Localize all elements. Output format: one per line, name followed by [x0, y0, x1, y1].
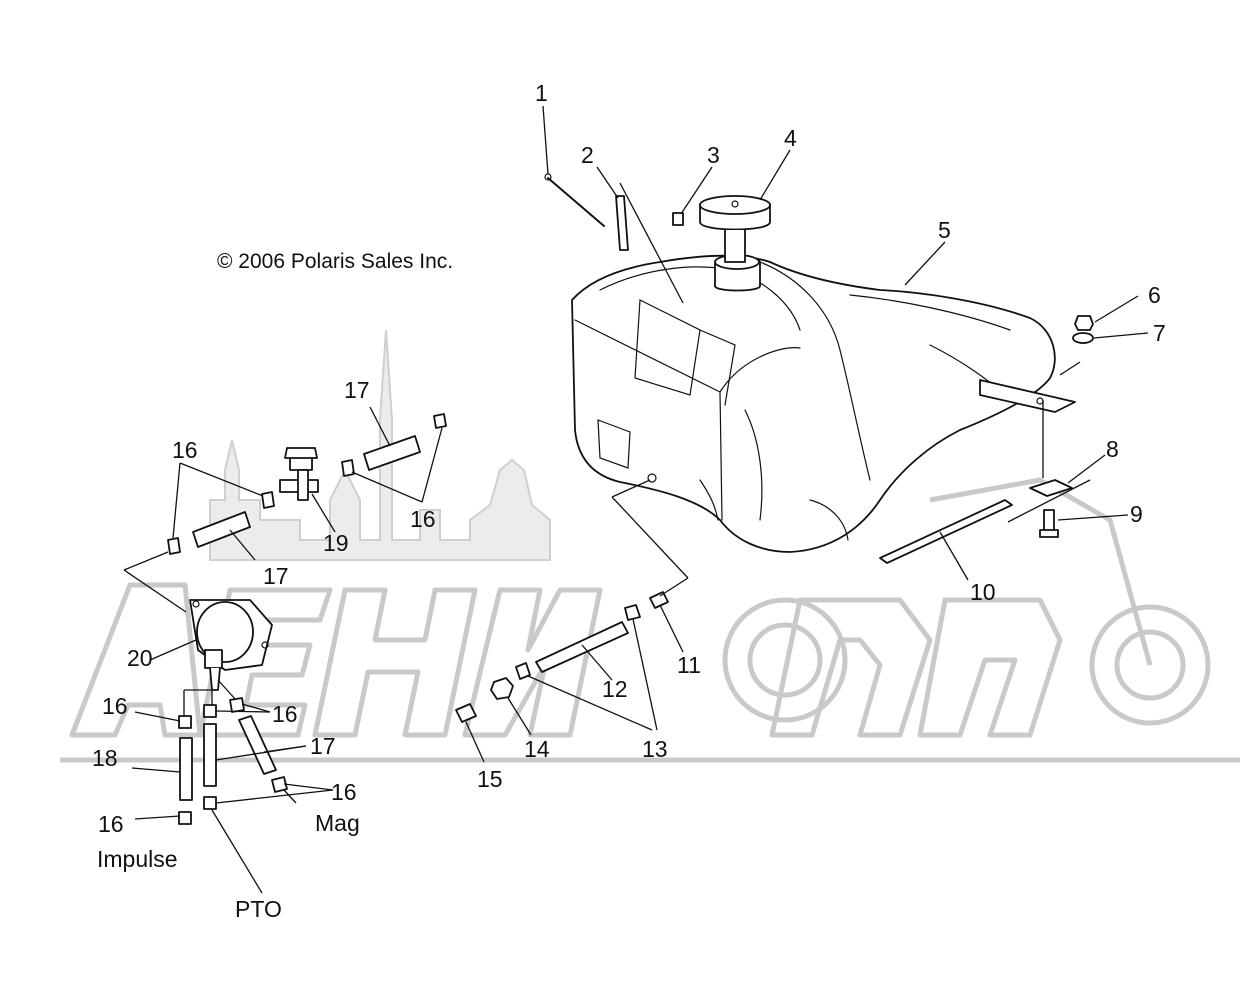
vent-tube — [615, 195, 629, 251]
fuel-valve — [279, 447, 319, 501]
copyright-notice: © 2006 Polaris Sales Inc. — [217, 250, 453, 273]
fuel-hose-main — [535, 621, 629, 673]
clamp-16-j — [271, 776, 288, 793]
clamp-16-f — [203, 704, 217, 718]
callout-7: 7 — [1153, 320, 1166, 346]
inline-fitting — [455, 703, 477, 723]
callout-17-c: 17 — [310, 733, 336, 759]
foam-strip — [879, 499, 1013, 564]
callout-8: 8 — [1106, 436, 1119, 462]
label-impulse: Impulse — [97, 846, 178, 872]
clamp-16-e — [178, 715, 192, 729]
callout-numbers: 1 2 3 4 5 6 7 8 9 10 11 12 13 14 15 16 1… — [92, 80, 1166, 837]
callout-3: 3 — [707, 142, 720, 168]
label-pto: PTO — [235, 896, 282, 922]
callout-16-e: 16 — [331, 779, 357, 805]
fuel-cap — [699, 195, 771, 263]
mount-bolt — [1039, 509, 1059, 538]
callout-20: 20 — [127, 645, 153, 671]
hose-pto — [203, 723, 217, 787]
callout-1: 1 — [535, 80, 548, 106]
callout-16-b: 16 — [410, 506, 436, 532]
hose-mid — [192, 511, 251, 548]
hose-mag — [238, 715, 277, 775]
hose-clamp-upper — [624, 604, 641, 621]
mounting-pad — [1029, 479, 1073, 497]
callout-11: 11 — [677, 652, 701, 678]
callout-16-f: 16 — [98, 811, 124, 837]
callout-15: 15 — [477, 766, 503, 792]
fitting-nut — [490, 677, 514, 700]
callout-2: 2 — [581, 142, 594, 168]
leader-lines — [123, 105, 1149, 894]
fuel-tank — [571, 254, 1076, 553]
callout-18: 18 — [92, 745, 118, 771]
hose-clamp-lower — [515, 662, 531, 680]
callout-16-d: 16 — [272, 701, 298, 727]
mount-nut — [1074, 315, 1094, 331]
callout-13: 13 — [642, 736, 668, 762]
callout-17-a: 17 — [344, 377, 370, 403]
hose-impulse — [179, 737, 193, 801]
label-mag: Mag — [315, 810, 360, 836]
tank-outlet-fitting — [649, 591, 669, 609]
hose-upper — [363, 435, 421, 471]
clamp-16-i — [203, 796, 217, 810]
fuel-pump — [189, 599, 273, 691]
callout-10: 10 — [970, 579, 996, 605]
callout-6: 6 — [1148, 282, 1161, 308]
callout-4: 4 — [784, 125, 797, 151]
callout-17-b: 17 — [263, 563, 289, 589]
clamp-16-g — [229, 697, 245, 713]
clamp-16-h — [178, 811, 192, 825]
vent-nut — [672, 212, 684, 226]
callout-16-a: 16 — [172, 437, 198, 463]
callout-16-c: 16 — [102, 693, 128, 719]
cable-tie — [544, 173, 605, 227]
callout-12: 12 — [602, 676, 628, 702]
mount-washer — [1072, 332, 1094, 344]
callout-19: 19 — [323, 530, 349, 556]
clamp-16-c — [261, 491, 275, 509]
callout-14: 14 — [524, 736, 550, 762]
clamp-16-a — [433, 413, 447, 429]
clamp-16-b — [341, 459, 355, 477]
clamp-16-d — [167, 537, 181, 555]
callout-5: 5 — [938, 217, 951, 243]
callout-9: 9 — [1130, 501, 1143, 527]
